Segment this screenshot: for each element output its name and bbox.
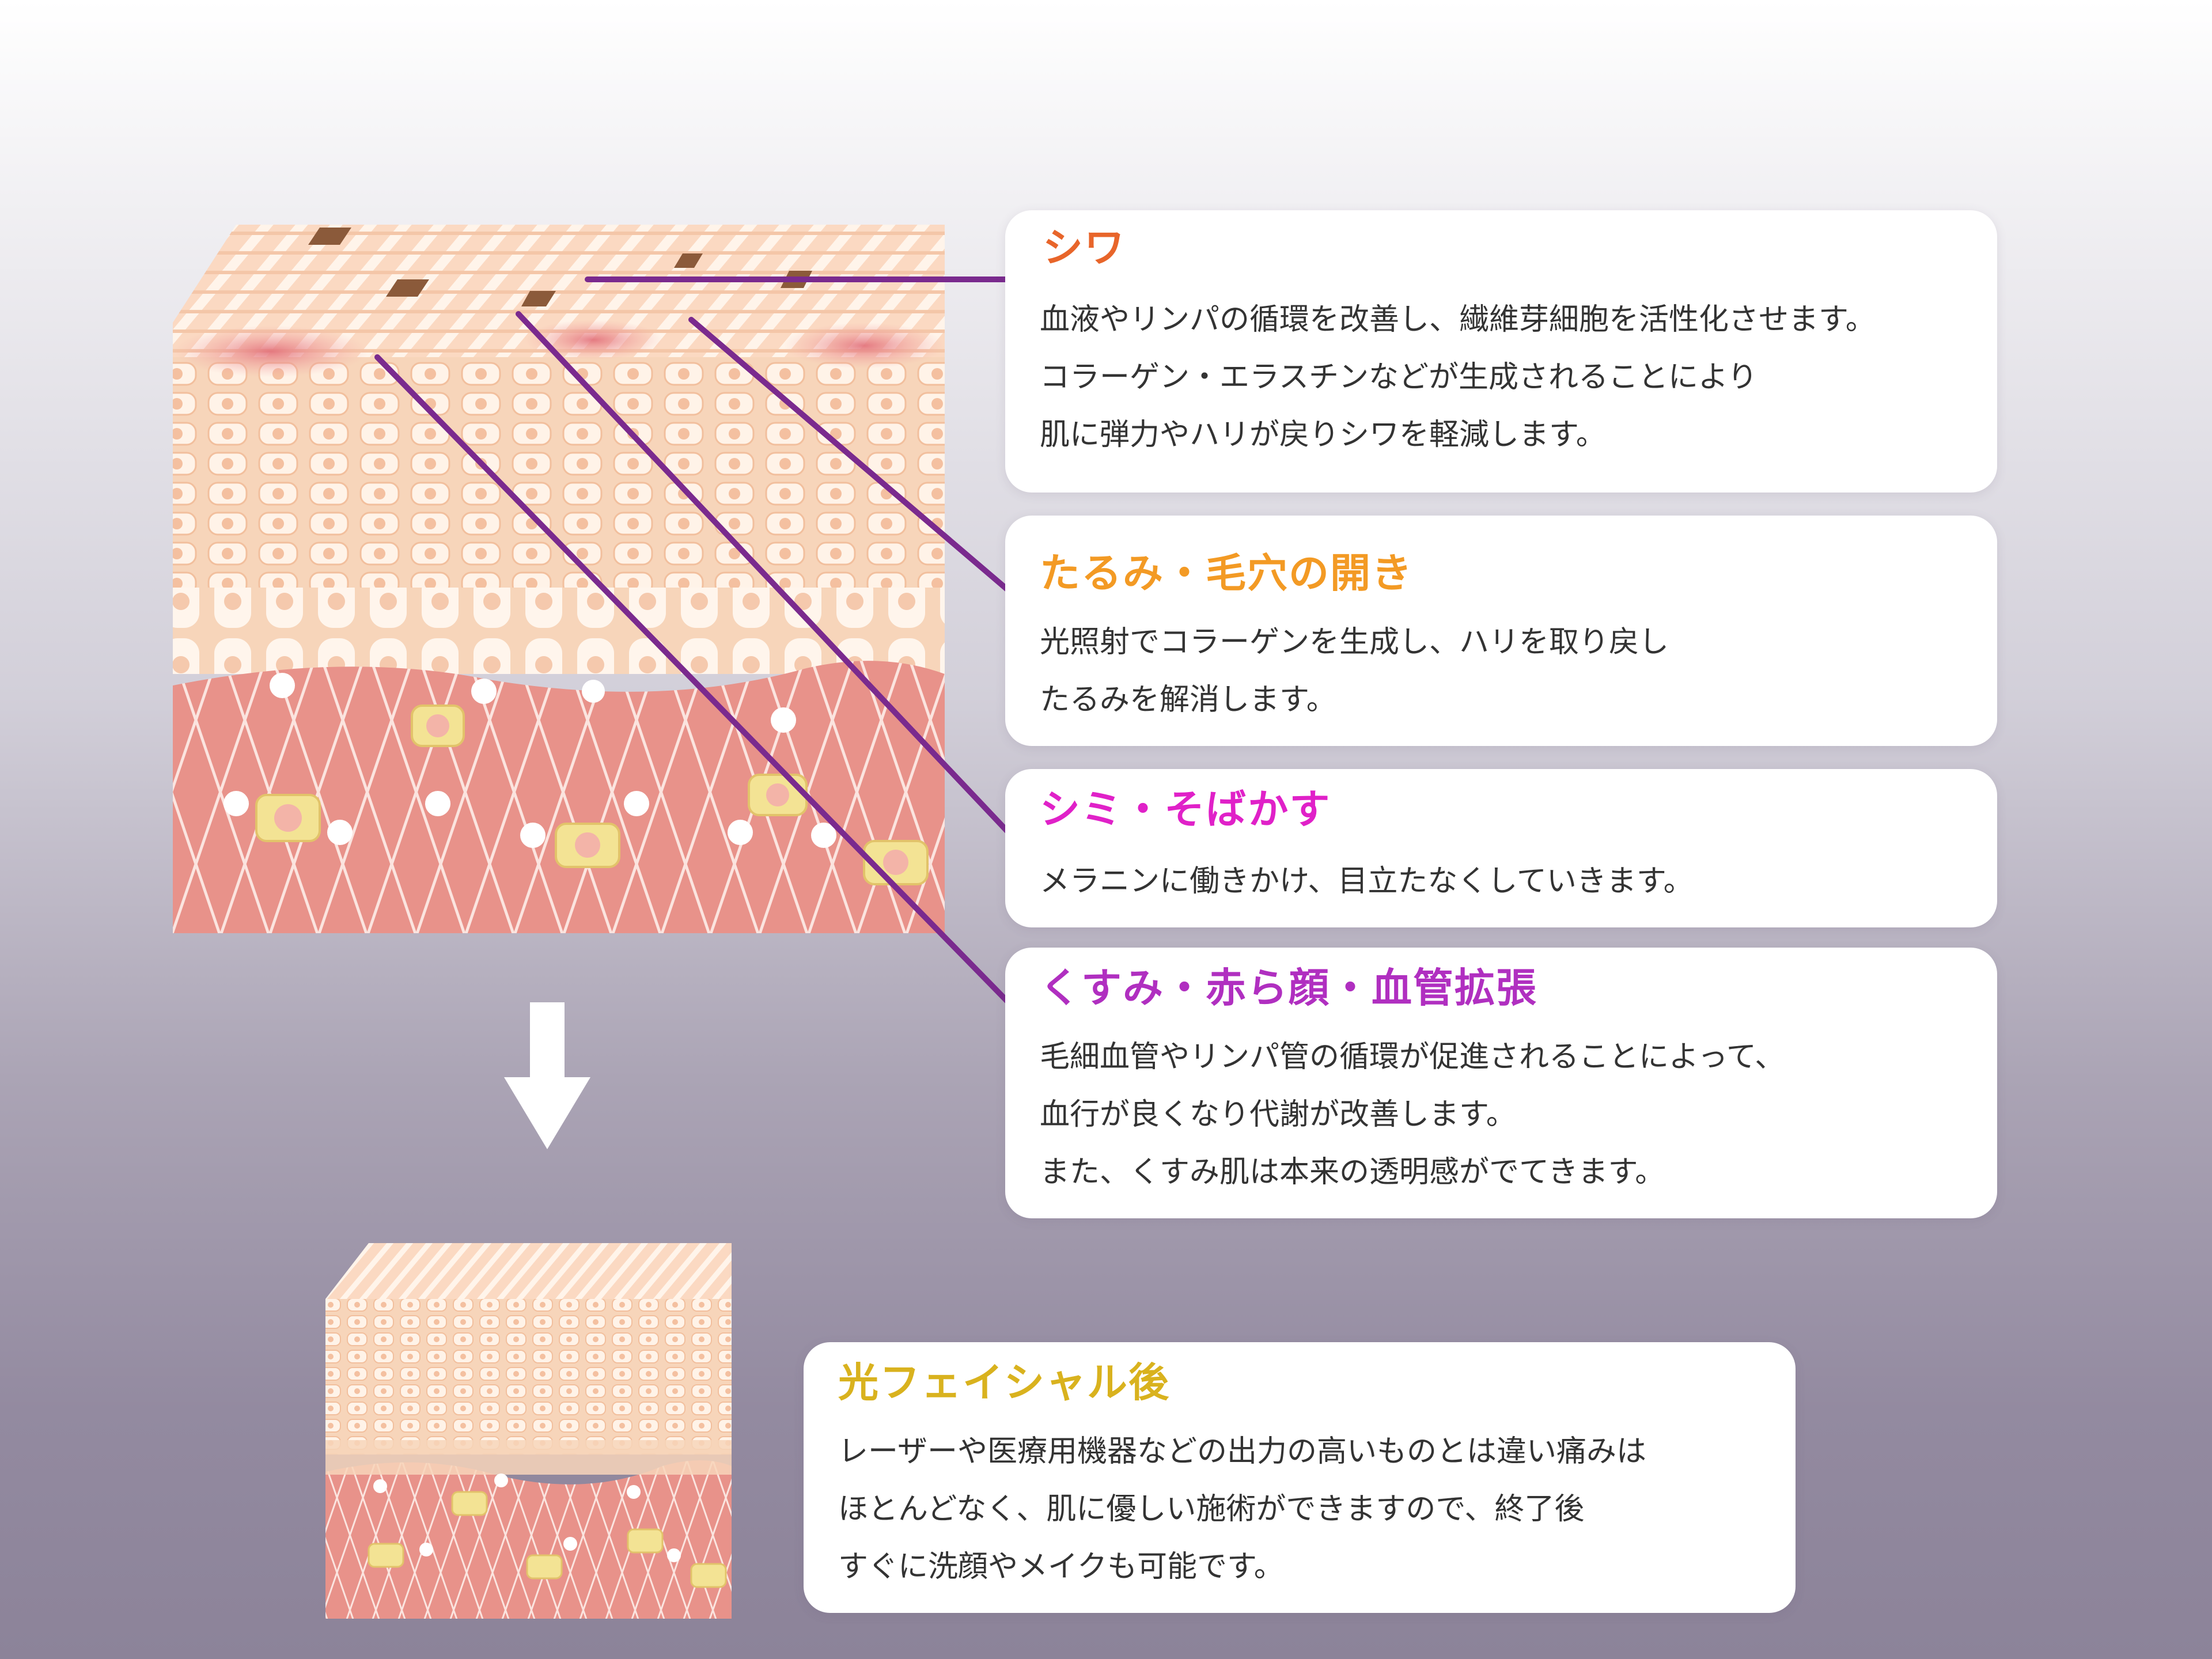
card-shiwa: シワ 血液やリンパの循環を改善し、繊維芽細胞を活性化させます。 コラーゲン・エラ… [1005,210,1997,493]
card-title: シワ [1043,224,1126,271]
card-title: 光フェイシャル後 [838,1359,1170,1406]
skin-before-illustration [173,225,945,933]
text-line: 血行が良くなり代謝が改善します。 [1040,1097,1516,1132]
card-shimi: シミ・そばかす メラニンに働きかけ、目立たなくしていきます。 [1005,769,1997,927]
text-line: 肌に弾力やハリが戻りシワを軽減します。 [1040,418,1606,452]
text-line: 毛細血管やリンパ管の循環が促進されることによって、 [1040,1040,1785,1074]
text-line: レーザーや医療用機器などの出力の高いものとは違い痛みは [838,1434,1646,1469]
text-line: ほとんどなく、肌に優しい施術ができますので、終了後 [838,1492,1585,1527]
card-title: たるみ・毛穴の開き [1040,550,1413,597]
down-arrow-icon [504,1002,590,1149]
card-tarumi: たるみ・毛穴の開き 光照射でコラーゲンを生成し、ハリを取り戻し たるみを解消しま… [1005,516,1997,746]
card-kusumi: くすみ・赤ら顔・血管拡張 毛細血管やリンパ管の循環が促進されることによって、 血… [1005,948,1997,1218]
text-line: すぐに洗顔やメイクも可能です。 [838,1550,1284,1584]
text-line: また、くすみ肌は本来の透明感がでてきます。 [1040,1155,1665,1190]
text-line: たるみを解消します。 [1040,683,1336,717]
card-text: レーザーや医療用機器などの出力の高いものとは違い痛みは ほとんどなく、肌に優しい… [838,1423,1646,1596]
skin-after-illustration [325,1243,732,1619]
text-line: メラニンに働きかけ、目立たなくしていきます。 [1040,864,1694,899]
card-text: 毛細血管やリンパ管の循環が促進されることによって、 血行が良くなり代謝が改善しま… [1040,1028,1785,1201]
card-title: シミ・そばかす [1040,786,1331,833]
text-line: コラーゲン・エラスチンなどが生成されることにより [1040,360,1758,395]
card-text: 血液やリンパの循環を改善し、繊維芽細胞を活性化させます。 コラーゲン・エラスチン… [1040,291,1876,464]
card-title: くすみ・赤ら顔・血管拡張 [1040,964,1537,1012]
text-line: 光照射でコラーゲンを生成し、ハリを取り戻し [1040,625,1669,660]
card-text: メラニンに働きかけ、目立たなくしていきます。 [1040,853,1694,910]
card-after: 光フェイシャル後 レーザーや医療用機器などの出力の高いものとは違い痛みは ほとん… [804,1342,1796,1613]
card-text: 光照射でコラーゲンを生成し、ハリを取り戻し たるみを解消します。 [1040,613,1669,729]
text-line: 血液やリンパの循環を改善し、繊維芽細胞を活性化させます。 [1040,302,1876,337]
